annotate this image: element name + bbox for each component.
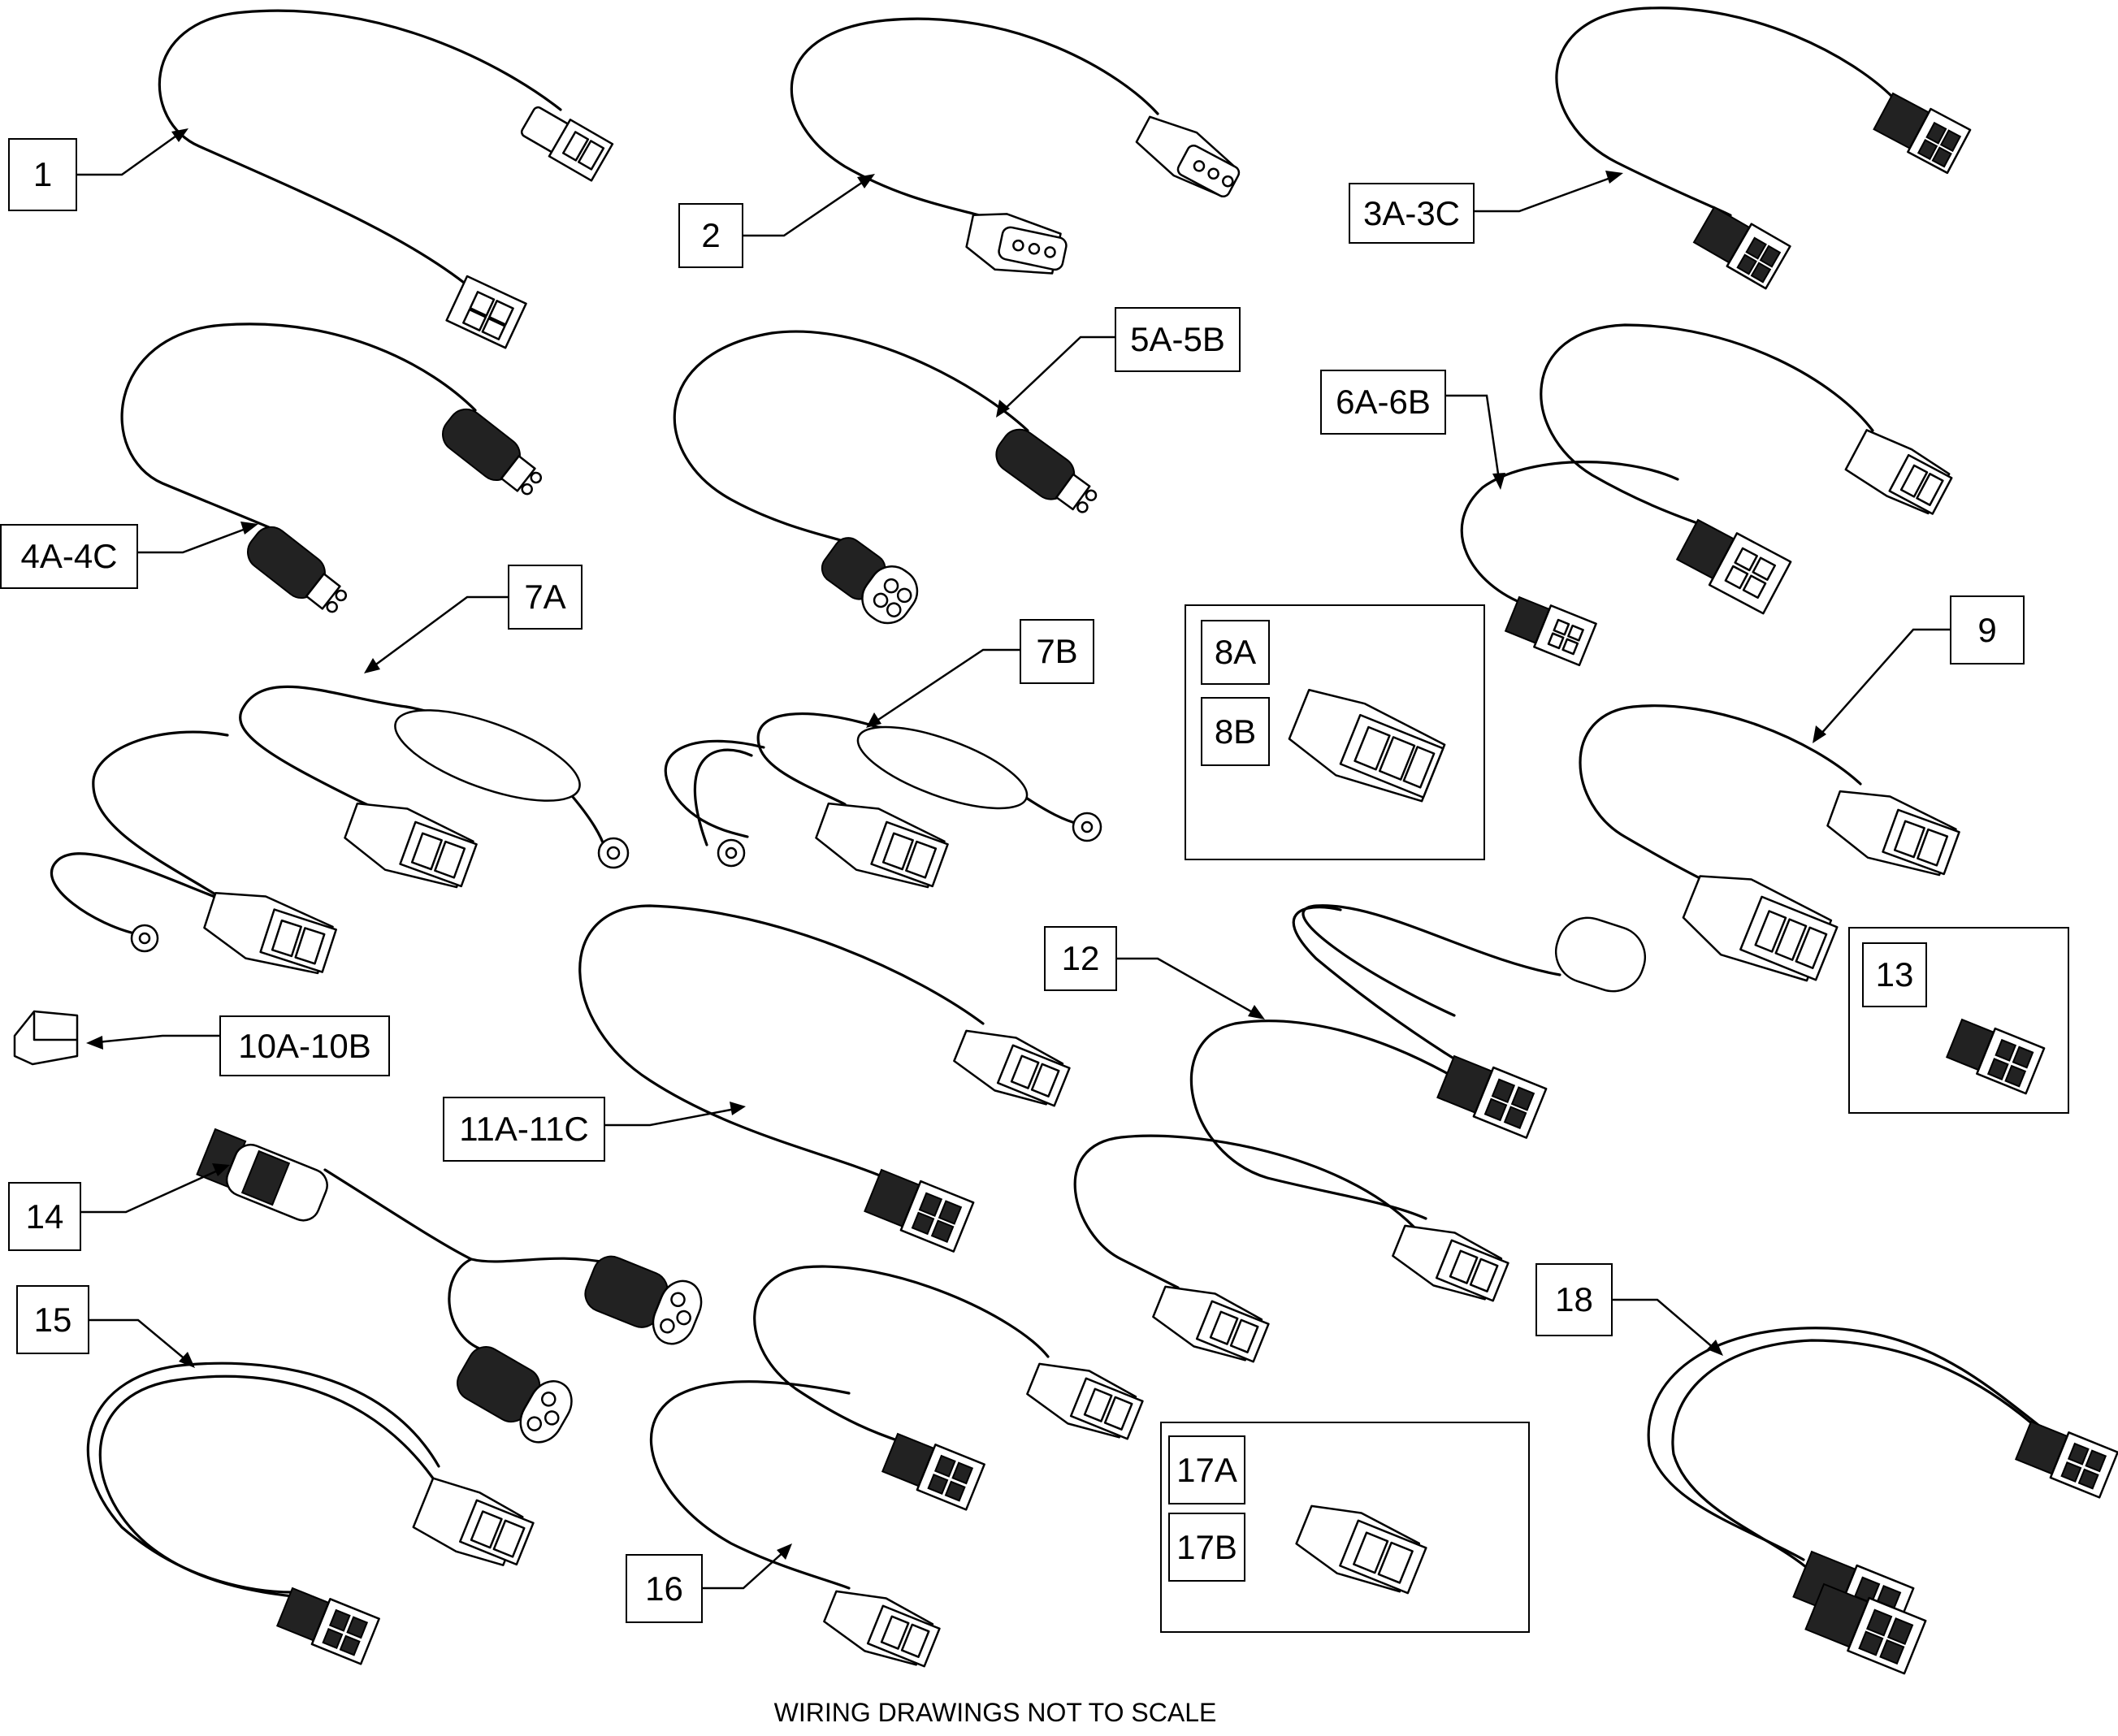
callout-5a-5b: 5A-5B (1115, 307, 1241, 372)
callout-4a-4c: 4A-4C (0, 524, 138, 589)
connector-13 (1945, 1018, 2046, 1095)
harness-7a (50, 685, 630, 975)
callout-12: 12 (1044, 926, 1117, 991)
callout-7b: 7B (1020, 619, 1094, 684)
callout-17b: 17B (1168, 1513, 1245, 1582)
leader-lines (77, 128, 1950, 1590)
harness-9 (1579, 704, 1960, 982)
callout-11a-11c: 11A-11C (443, 1097, 605, 1162)
footer-note: WIRING DRAWINGS NOT TO SCALE (773, 1698, 1217, 1727)
callout-8b: 8B (1201, 697, 1270, 766)
harness-6 (1460, 323, 1953, 667)
callout-15: 15 (16, 1285, 89, 1354)
harness-5 (673, 330, 1098, 625)
callout-7a: 7A (508, 565, 583, 630)
callout-8a: 8A (1201, 620, 1270, 685)
harness-4 (120, 323, 543, 613)
callout-1: 1 (8, 138, 77, 211)
callout-16: 16 (626, 1554, 703, 1623)
callout-18: 18 (1535, 1263, 1613, 1336)
harness-14 (196, 1128, 703, 1444)
harness-1 (158, 9, 614, 349)
harness-15 (86, 1362, 535, 1665)
callout-13: 13 (1862, 942, 1927, 1007)
callout-3a-3c: 3A-3C (1349, 183, 1475, 244)
callout-10a-10b: 10A-10B (219, 1015, 390, 1076)
harness-3 (1555, 6, 1972, 290)
harness-2 (790, 17, 1241, 275)
group-box-17 (1160, 1422, 1530, 1633)
harness-11 (578, 904, 1071, 1253)
callout-6a-6b: 6A-6B (1320, 370, 1446, 435)
callout-2: 2 (678, 203, 743, 268)
group-box-8 (1185, 604, 1485, 860)
group-box-13 (1848, 927, 2069, 1114)
callout-17a: 17A (1168, 1435, 1245, 1504)
harness-7b (664, 712, 1102, 889)
callout-14: 14 (8, 1182, 81, 1251)
harness-16 (650, 1265, 1144, 1668)
callout-9: 9 (1950, 595, 2025, 665)
part-10-boot (13, 1010, 79, 1066)
harness-12 (1073, 904, 1647, 1363)
connector-17 (1295, 1504, 1427, 1595)
harness-18 (1647, 1327, 2118, 1675)
connector-8 (1288, 689, 1446, 803)
